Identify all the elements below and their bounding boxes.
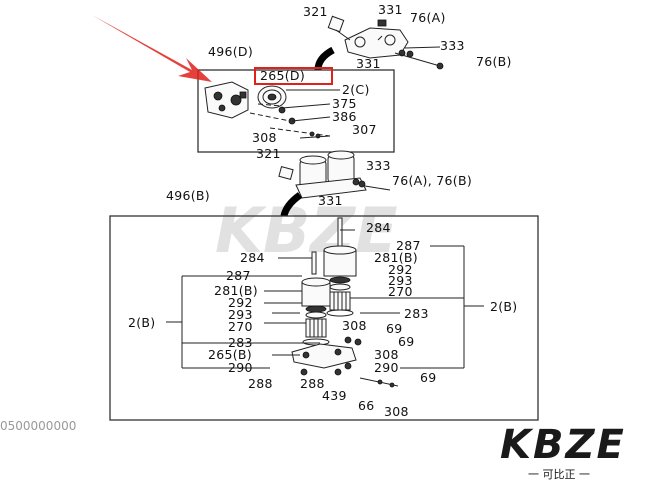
label-308: 308 <box>342 318 367 333</box>
label-69: 69 <box>420 370 437 385</box>
label-270: 270 <box>228 319 253 334</box>
label-333: 333 <box>440 38 465 53</box>
filter-element-2c <box>257 85 340 109</box>
label-333: 333 <box>366 158 391 173</box>
label-265b: 265(B) <box>208 347 252 362</box>
label-2c: 2(C) <box>342 82 370 97</box>
label-293: 293 <box>228 307 253 322</box>
label-69: 69 <box>386 321 403 336</box>
label-290: 290 <box>374 360 399 375</box>
middle-twin-filter-assembly <box>278 150 391 217</box>
label-386: 386 <box>332 109 357 124</box>
label-66: 66 <box>358 398 375 413</box>
valve-body-d <box>204 81 249 119</box>
logo-brand: KBZE <box>500 422 626 468</box>
watermark-text: KBZE <box>215 194 398 267</box>
label-496b: 496(B) <box>166 188 210 203</box>
filter-assembly-left <box>301 251 331 346</box>
assembly-box-d <box>197 69 395 153</box>
label-287: 287 <box>396 238 421 253</box>
label-281b: 281(B) <box>214 283 258 298</box>
filter-base-265b <box>291 336 399 388</box>
top-valve-assembly <box>314 15 444 71</box>
label-331: 331 <box>318 193 343 208</box>
label-76b: 76(B) <box>476 54 512 69</box>
label-2b-right: 2(B) <box>490 299 517 314</box>
label-321: 321 <box>256 146 281 161</box>
label-290: 290 <box>228 360 253 375</box>
label-496d: 496(D) <box>208 44 253 59</box>
label-76a: 76(A) <box>410 10 446 25</box>
assembly-box-b <box>109 215 539 421</box>
label-270: 270 <box>388 284 413 299</box>
label-331: 331 <box>356 56 381 71</box>
label-292: 292 <box>388 262 413 277</box>
label-287: 287 <box>226 268 251 283</box>
bracket-lines <box>166 245 484 369</box>
logo-subtitle: 一 可比正 一 <box>528 468 590 481</box>
label-284: 284 <box>240 250 265 265</box>
label-2b-left: 2(B) <box>128 315 155 330</box>
label-331: 331 <box>378 2 403 17</box>
label-283: 283 <box>228 335 253 350</box>
label-375: 375 <box>332 96 357 111</box>
label-288: 288 <box>300 376 325 391</box>
label-321: 321 <box>303 4 328 19</box>
label-69: 69 <box>398 334 415 349</box>
label-308: 308 <box>384 404 409 419</box>
label-439: 439 <box>322 388 347 403</box>
highlight-box <box>254 67 333 85</box>
label-76a-76b: 76(A), 76(B) <box>392 173 472 188</box>
label-284: 284 <box>366 220 391 235</box>
label-307: 307 <box>352 122 377 137</box>
label-308: 308 <box>374 347 399 362</box>
label-293: 293 <box>388 273 413 288</box>
label-288: 288 <box>248 376 273 391</box>
label-292: 292 <box>228 295 253 310</box>
label-283: 283 <box>404 306 429 321</box>
label-265d: 265(D) <box>260 68 305 83</box>
label-281b: 281(B) <box>374 250 418 265</box>
filter-assembly-right <box>323 217 357 311</box>
label-308: 308 <box>252 130 277 145</box>
kbze-logo: KBZE 一 可比正 一 <box>500 422 626 481</box>
doc-number: 0500000000 <box>0 419 76 433</box>
red-arrow <box>92 15 212 82</box>
